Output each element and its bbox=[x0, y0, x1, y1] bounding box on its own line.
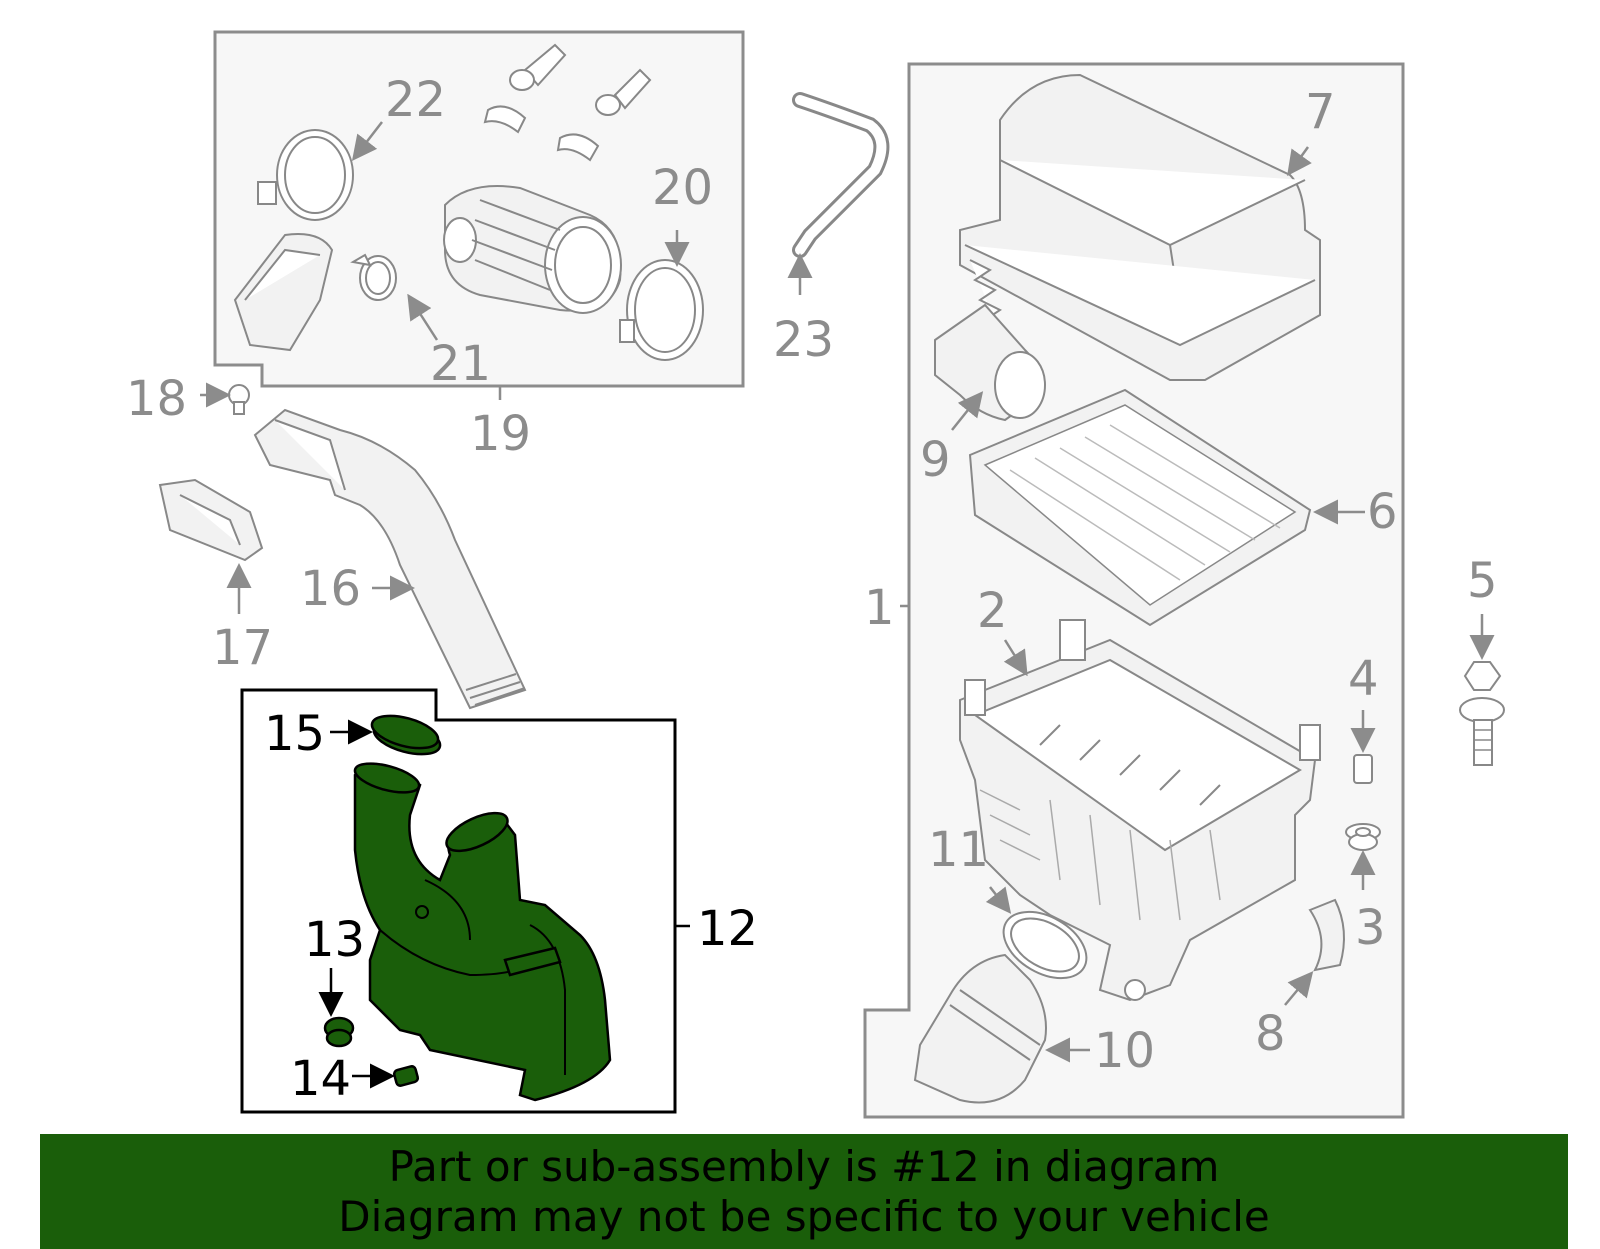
part-duct-fragment[interactable] bbox=[233, 233, 334, 352]
part-14-pin[interactable] bbox=[392, 1065, 420, 1087]
part-3-grommet[interactable] bbox=[1345, 823, 1381, 851]
part-20-clamp[interactable] bbox=[619, 259, 704, 361]
leader-lines bbox=[200, 121, 1495, 1089]
part-16-intake-duct[interactable] bbox=[253, 408, 527, 710]
part-sensor-top-1[interactable] bbox=[483, 43, 567, 134]
part-23-breather-hose[interactable] bbox=[792, 92, 890, 258]
callout-11: 11 bbox=[928, 822, 989, 878]
callout-8: 8 bbox=[1255, 1006, 1286, 1062]
banner-line-2: Diagram may not be specific to your vehi… bbox=[338, 1192, 1270, 1241]
callout-4: 4 bbox=[1348, 651, 1379, 707]
callout-7: 7 bbox=[1305, 84, 1336, 140]
callout-9: 9 bbox=[920, 432, 951, 488]
part-12-inlet-resonator[interactable] bbox=[352, 758, 612, 1102]
part-6-air-filter[interactable] bbox=[968, 388, 1312, 627]
part-18-clip[interactable] bbox=[228, 384, 250, 415]
callout-23: 23 bbox=[773, 312, 834, 368]
info-banner: Part or sub-assembly is #12 in diagram D… bbox=[40, 1134, 1568, 1249]
callout-1: 1 bbox=[864, 580, 895, 636]
part-20-intake-body[interactable] bbox=[443, 185, 622, 314]
part-15-cap[interactable] bbox=[369, 710, 444, 761]
part-sensor-top-2[interactable] bbox=[556, 68, 652, 162]
part-22-clamp-ring[interactable] bbox=[257, 129, 354, 221]
part-4-collar[interactable] bbox=[1353, 754, 1373, 784]
callout-12: 12 bbox=[697, 901, 758, 957]
callout-17: 17 bbox=[212, 620, 273, 676]
callout-2: 2 bbox=[977, 583, 1008, 639]
callout-18: 18 bbox=[126, 371, 187, 427]
callout-5: 5 bbox=[1467, 553, 1498, 609]
part-10-boot[interactable] bbox=[913, 953, 1047, 1104]
callout-13: 13 bbox=[304, 912, 365, 968]
callout-6: 6 bbox=[1367, 484, 1398, 540]
part-2-lower-housing[interactable] bbox=[959, 619, 1321, 1002]
callout-10: 10 bbox=[1094, 1023, 1155, 1079]
part-13-grommet[interactable] bbox=[323, 1016, 355, 1048]
callout-3: 3 bbox=[1355, 900, 1386, 956]
callout-21: 21 bbox=[430, 336, 491, 392]
callout-19: 19 bbox=[470, 406, 531, 462]
part-5-bolt[interactable] bbox=[1459, 661, 1505, 766]
callout-22: 22 bbox=[385, 72, 446, 128]
part-21-hose-clamp[interactable] bbox=[350, 253, 397, 301]
part-8-clip[interactable] bbox=[1308, 898, 1345, 972]
callout-20: 20 bbox=[652, 160, 713, 216]
callout-16: 16 bbox=[300, 561, 361, 617]
part-11-seal[interactable] bbox=[992, 898, 1098, 991]
part-7-cleaner-cover[interactable] bbox=[959, 73, 1321, 381]
part-17-bracket[interactable] bbox=[158, 478, 264, 562]
callout-14: 14 bbox=[290, 1051, 351, 1107]
callout-15: 15 bbox=[264, 706, 325, 762]
banner-line-1: Part or sub-assembly is #12 in diagram bbox=[388, 1142, 1220, 1191]
